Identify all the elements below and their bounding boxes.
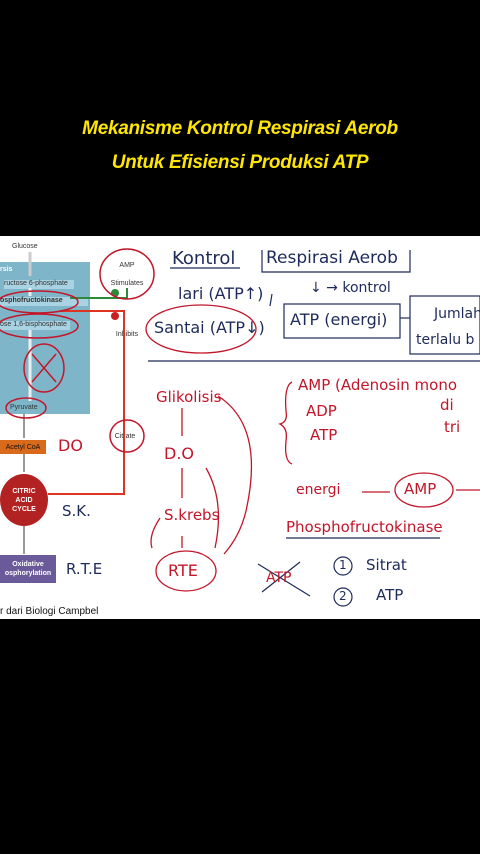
x-circle <box>23 343 65 393</box>
amp2-note: AMP <box>404 480 437 498</box>
tri-note: tri <box>444 418 461 436</box>
minus-sign-node <box>111 312 119 320</box>
headline-line-1: Mekanisme Kontrol Respirasi Aerob <box>82 118 398 139</box>
citrate-circle <box>109 419 145 453</box>
glycolysis-tag: rsis <box>0 266 13 273</box>
acetyl-coa-box: Acetyl CoA <box>0 440 46 454</box>
figure-caption: r dari Biologi Campbel <box>0 606 99 617</box>
rte-circle <box>155 550 217 592</box>
stimulates-label: Stimulates <box>110 280 144 287</box>
atp-crossed-note: ATP <box>266 570 292 586</box>
respirasi-heading: Respirasi Aerob <box>266 248 398 268</box>
adp-note: ADP <box>306 402 337 420</box>
terlalu-note: terlalu b <box>416 332 475 348</box>
number-one: 1 <box>339 558 347 572</box>
citrate-inhibition-line <box>48 310 125 495</box>
amp-circle <box>99 248 155 300</box>
oxidative-phosphorylation-label: Oxidative osphorylation <box>4 561 52 577</box>
rte2-note: RTE <box>168 561 198 580</box>
ink-strokes <box>0 248 480 607</box>
phosphofructokinase-note: Phosphofructokinase <box>286 518 443 536</box>
amp-stimulation-line <box>70 288 128 299</box>
jumlah-note: Jumlah <box>434 306 480 322</box>
f6p-label: ructose 6-phosphate <box>4 280 68 287</box>
do2-note: D.O <box>164 444 194 463</box>
x-mark <box>31 353 57 383</box>
atp3-note: ATP <box>376 586 404 604</box>
oxidative-phosphorylation-box: Oxidative osphorylation <box>0 555 56 583</box>
sk-note: S.K. <box>62 502 91 520</box>
glikolisis-note: Glikolisis <box>156 388 222 406</box>
f6p-bar <box>4 280 74 289</box>
f16bp-bar <box>0 321 70 330</box>
kontrol-arrow-note: ↓ → kontrol <box>310 280 391 296</box>
amp-label: AMP <box>119 262 135 269</box>
number-two: 2 <box>339 589 347 603</box>
skrebs-note: S.krebs <box>164 506 220 524</box>
pyruvate-label: Pyruvate <box>10 404 38 411</box>
inhibits-label: Inhibits <box>115 331 139 338</box>
pfk-circle <box>0 290 79 314</box>
f16bp-circle <box>0 313 79 339</box>
di-note: di <box>440 396 454 414</box>
atp-cross <box>257 561 311 597</box>
santai-note: Santai (ATP↓) <box>154 318 265 337</box>
whiteboard: Glucose rsis ructose 6-phosphate osphofr… <box>0 236 480 619</box>
kontrol-heading: Kontrol <box>172 248 236 269</box>
amp-note: AMP (Adenosin mono <box>298 376 458 394</box>
pfk-label: osphofructokinase <box>0 297 63 304</box>
citric-acid-cycle-node: CITRIC ACID CYCLE <box>0 474 48 526</box>
sitrat-note: Sitrat <box>366 556 407 574</box>
atp-energi-note: ATP (energi) <box>290 310 388 329</box>
headline-line-2: Untuk Efisiensi Produksi ATP <box>111 152 369 173</box>
amp-energi-circle <box>394 472 454 508</box>
energi-note: energi <box>296 482 341 498</box>
atp-energi-box <box>283 303 401 339</box>
atp-note: ATP <box>310 426 338 444</box>
one-circle <box>333 556 353 576</box>
pyruvate-circle <box>5 397 47 419</box>
glucose-label: Glucose <box>12 243 38 250</box>
pfk-bar <box>0 297 88 306</box>
do-rte-curve <box>205 467 220 549</box>
f16bp-label: ose 1,6-bisphosphate <box>0 321 67 328</box>
heading-underline <box>170 250 411 273</box>
citric-acid-cycle-label: CITRIC ACID CYCLE <box>12 487 36 513</box>
do-note: DO <box>58 436 83 455</box>
jumlah-box <box>409 295 480 355</box>
lari-note: lari (ATP↑) <box>178 284 264 303</box>
curly-brace <box>278 381 293 465</box>
glik-rte-curve <box>217 395 253 555</box>
krebs-curve <box>150 517 161 549</box>
two-circle <box>333 587 353 607</box>
lari-arrow <box>269 293 273 307</box>
rte-note: R.T.E <box>66 560 103 578</box>
santai-circle <box>145 304 257 354</box>
